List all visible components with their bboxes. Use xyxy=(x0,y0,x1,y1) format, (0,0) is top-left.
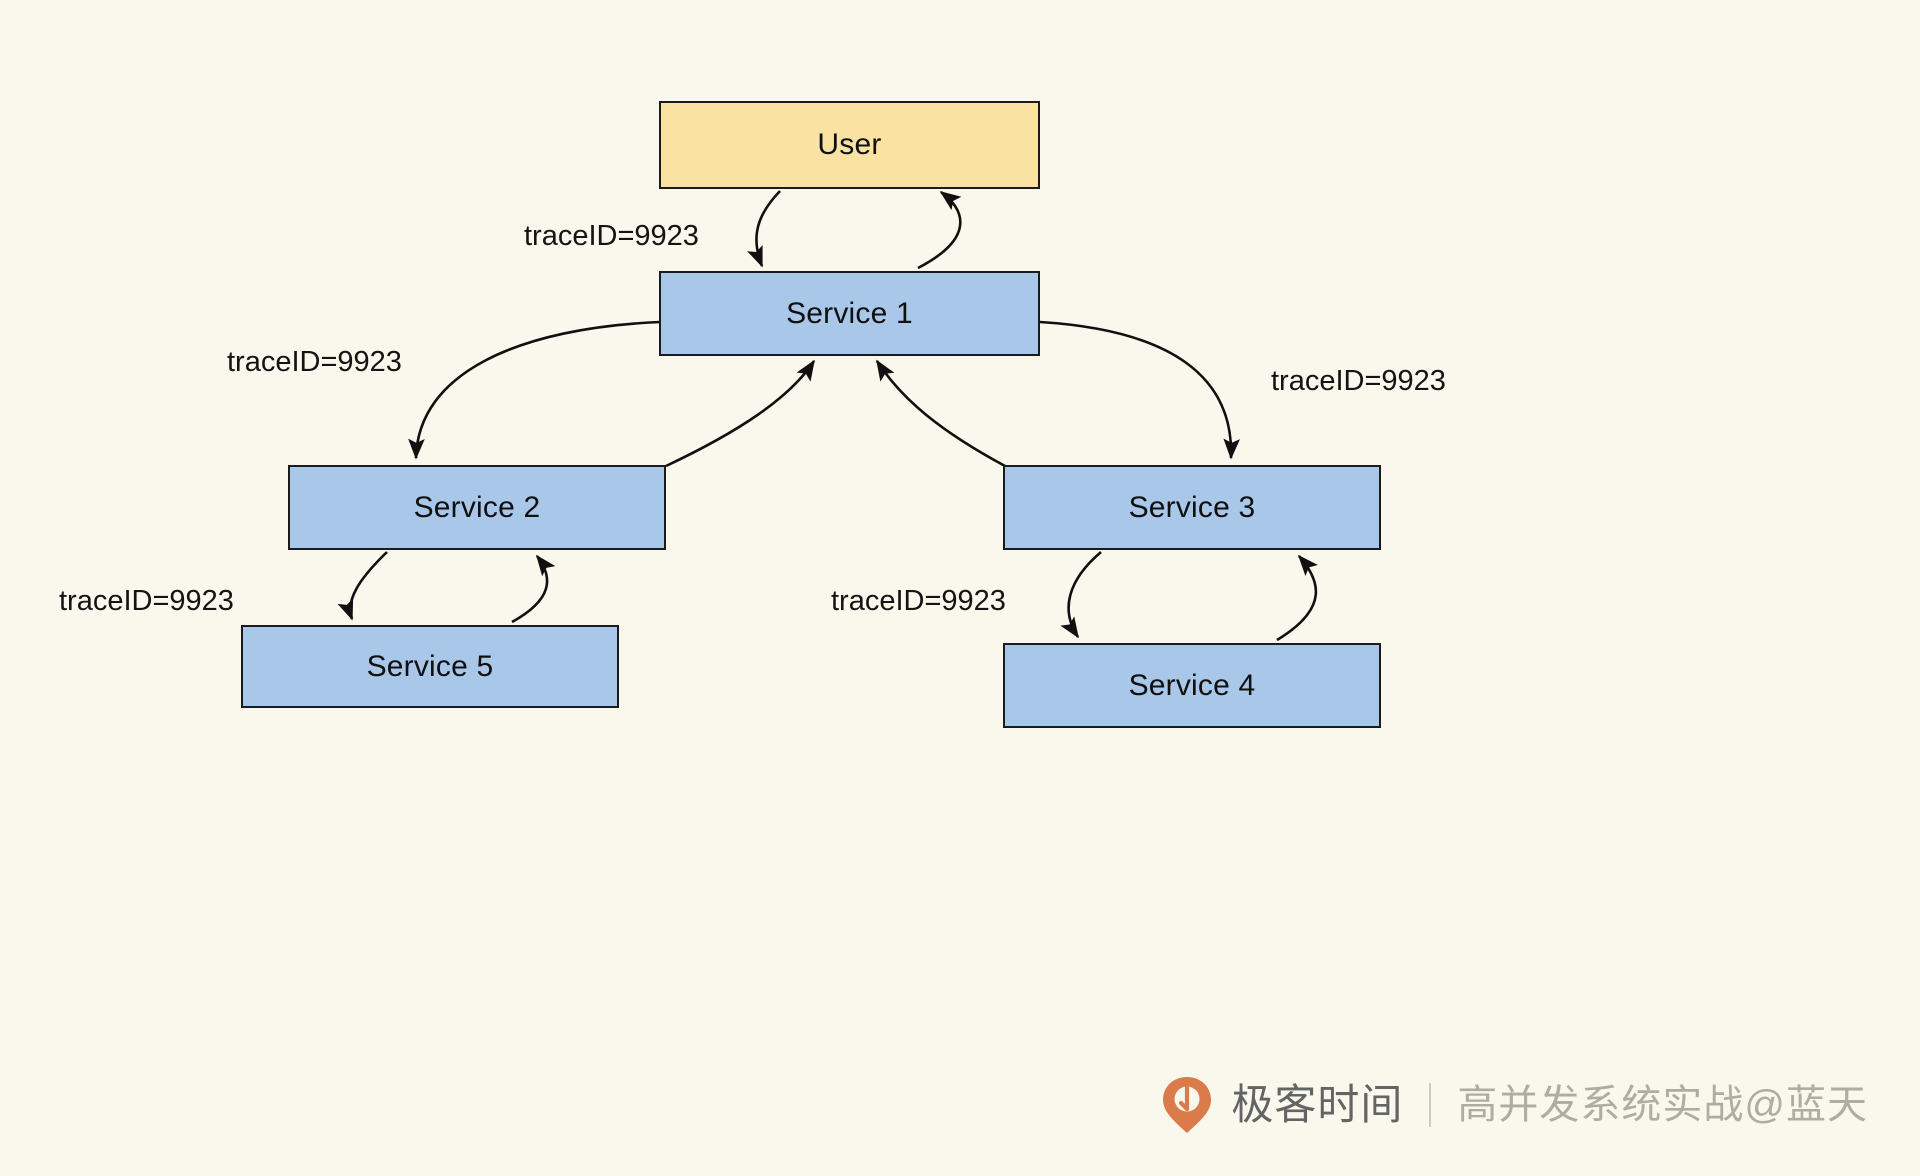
node-service2-label: Service 2 xyxy=(413,490,541,524)
edge-service4-to-service3 xyxy=(1276,554,1318,642)
edge-label-service1-service3: traceID=9923 xyxy=(1271,365,1446,397)
node-service5[interactable]: Service 5 xyxy=(241,625,619,708)
edge-service3-to-service1 xyxy=(875,359,1006,468)
node-service3[interactable]: Service 3 xyxy=(1003,465,1381,550)
edge-service5-to-service2 xyxy=(511,554,556,624)
edge-label-service2-service5: traceID=9923 xyxy=(59,585,234,617)
edge-service2-to-service5 xyxy=(337,551,388,621)
edge-service1-to-service2 xyxy=(408,320,661,460)
edge-label-service1-service2: traceID=9923 xyxy=(227,346,402,378)
edge-label-service3-service4: traceID=9923 xyxy=(831,585,1006,617)
edge-service3-to-service4 xyxy=(1060,551,1102,639)
node-service1-label: Service 1 xyxy=(786,296,913,330)
node-service1[interactable]: Service 1 xyxy=(659,271,1040,356)
geekbang-pin-logo-icon xyxy=(1163,1077,1212,1133)
edge-service2-to-service1 xyxy=(665,359,816,468)
watermark: 极客时间 高并发系统实战@蓝天 xyxy=(1161,1076,1868,1134)
watermark-subtitle: 高并发系统实战@蓝天 xyxy=(1457,1083,1868,1127)
edge-service1-to-user xyxy=(917,190,962,270)
edge-service1-to-service3 xyxy=(1039,320,1241,460)
node-service2[interactable]: Service 2 xyxy=(288,465,666,550)
edge-user-to-service1 xyxy=(747,190,781,268)
node-service4[interactable]: Service 4 xyxy=(1003,643,1381,728)
edge-label-user-service1: traceID=9923 xyxy=(524,220,699,252)
node-service3-label: Service 3 xyxy=(1128,490,1256,524)
node-user[interactable]: User xyxy=(659,101,1040,189)
watermark-brand: 极客时间 xyxy=(1231,1081,1404,1128)
node-user-label: User xyxy=(817,128,882,161)
node-service5-label: Service 5 xyxy=(366,649,494,683)
watermark-divider xyxy=(1429,1083,1432,1127)
node-service4-label: Service 4 xyxy=(1128,668,1256,702)
